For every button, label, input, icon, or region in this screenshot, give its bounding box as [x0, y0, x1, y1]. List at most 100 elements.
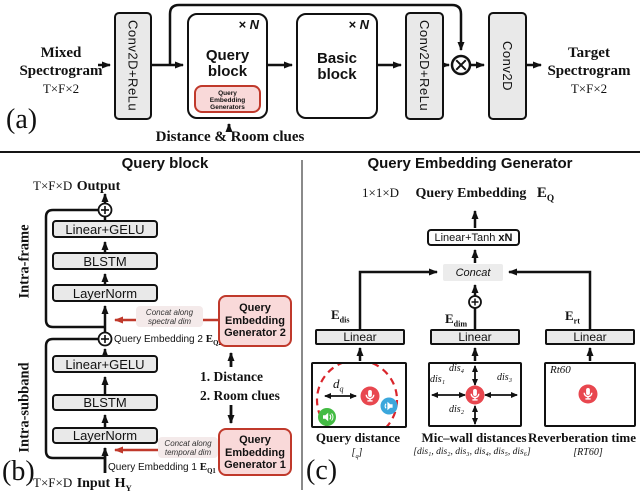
e-rt-label: Ert: [565, 308, 580, 326]
chip-line1: Concat along: [145, 307, 194, 317]
conv2d-relu-label: Conv2D+ReLu: [417, 20, 432, 112]
query-embedding-generator-1-box: Query Embedding Generator 1: [218, 428, 292, 476]
qeg-out-sym: E: [536, 185, 547, 201]
intra-frame-label: Intra-frame: [16, 224, 33, 299]
qeg-out-label: Query Embedding: [415, 186, 527, 201]
mixed-dims: T×F×2: [42, 81, 80, 96]
basic-block-title2: block: [317, 66, 357, 83]
frame-linear-gelu-box: Linear+GELU: [52, 220, 158, 238]
qeg1-line1: Query: [239, 434, 271, 446]
concat-spectral-chip: Concat along spectral dim: [136, 306, 203, 327]
target-dims: T×F×2: [570, 81, 608, 96]
subband-layernorm-box: LayerNorm: [52, 427, 158, 444]
e-sub: dim: [453, 319, 468, 329]
qeg-mini-box: Query Embedding Generators: [194, 85, 261, 113]
clue-1-label: 1. Distance: [200, 369, 263, 384]
output-row: T×F×D Output: [33, 177, 120, 195]
mic-wall-box: [428, 362, 522, 427]
layer-label: LayerNorm: [72, 428, 138, 443]
subband-linear-gelu-box: Linear+GELU: [52, 355, 158, 373]
dis3-label: dis₃: [497, 372, 513, 383]
range-sub: q: [355, 453, 359, 460]
e-dim-label: Edim: [445, 311, 468, 329]
vertical-divider: [301, 160, 303, 490]
frame-blstm-box: BLSTM: [52, 252, 158, 270]
chip-line2: spectral dim: [147, 316, 192, 326]
layer-label: Linear+GELU: [65, 221, 145, 237]
repeat-n-label: × N: [348, 17, 369, 32]
qeg-out-dims: 1×1×D: [362, 185, 400, 200]
mic-wall-caption: Mic–wall distances: [421, 430, 527, 445]
conv2d-relu-box-1: Conv2D+ReLu: [114, 12, 152, 120]
dq-sub: q: [339, 384, 344, 394]
qeg-mini-line2: Embedding: [209, 96, 246, 104]
e-sym: E: [331, 307, 340, 322]
qe1-sub: Q1: [207, 468, 216, 476]
input-label: Input: [76, 476, 111, 491]
repeat-n-label: × N: [238, 17, 259, 32]
basic-block-box: × N Basic block: [296, 13, 378, 119]
panel-c-tag: (c): [306, 455, 338, 486]
query-block-title1: Query: [205, 47, 250, 64]
rt-range: [RT60]: [573, 447, 603, 458]
panel-b-title: Query block: [121, 155, 209, 172]
linear-label: Linear: [458, 330, 492, 344]
chip-line1: Concat along: [164, 438, 212, 448]
target-spectrogram-label: Target Spectrogram T×F×2: [538, 44, 640, 97]
linear-box-rt: Linear: [545, 329, 635, 345]
basic-block-title1: Basic: [316, 50, 358, 67]
conv2d-box: Conv2D: [488, 12, 527, 120]
dis4-label: dis₄: [449, 363, 465, 374]
qe2-sym: E: [205, 333, 214, 345]
panel-a-tag: (a): [6, 104, 38, 135]
conv2d-label: Conv2D: [500, 41, 515, 91]
linear-box-dim: Linear: [430, 329, 520, 345]
mixed-line1: Mixed: [40, 45, 82, 61]
qeg1-line2: Embedding: [225, 446, 285, 459]
range-close: ]: [358, 447, 363, 458]
linear-label: Linear: [343, 330, 377, 344]
linear-tanh-box: Linear+Tanh xN: [427, 229, 520, 246]
qeg-mini-line1: Query: [218, 89, 237, 97]
mixed-line2: Spectrogram: [19, 63, 103, 79]
qeg-out-sub: Q: [546, 194, 555, 204]
e-dis-label: Edis: [331, 307, 350, 325]
query-block-title2: block: [207, 63, 248, 80]
qe2-text: Query Embedding 2: [114, 334, 203, 345]
panel-c-title: Query Embedding Generator: [367, 155, 573, 172]
output-label: Output: [76, 179, 121, 194]
dq-range: [q]: [327, 447, 387, 460]
linear-tanh-n: xN: [498, 231, 513, 244]
dq-base: d: [333, 376, 340, 391]
chip-line2: temporal dim: [164, 447, 212, 457]
target-line1: Target: [568, 45, 610, 61]
add-icon: [468, 295, 482, 309]
rt60-label: Rt60: [550, 364, 571, 376]
target-line2: Spectrogram: [547, 63, 631, 79]
layer-label: LayerNorm: [72, 285, 138, 301]
input-sub: Y: [125, 482, 132, 493]
query-distance-box: [311, 362, 407, 428]
qeg-output-row: 1×1×D Query Embedding EQ: [362, 184, 555, 204]
input-sym: H: [114, 476, 126, 491]
reverberation-box: [544, 362, 636, 427]
subband-blstm-box: BLSTM: [52, 394, 158, 411]
query-embedding-1-label: Query Embedding 1 EQ1: [108, 461, 216, 476]
distance-room-clues-label: Distance & Room clues: [155, 129, 305, 145]
qeg-mini-line3: Generators: [210, 103, 245, 111]
mixed-spectrogram-label: Mixed Spectrogram T×F×2: [4, 44, 118, 97]
qeg2-line2: Embedding: [225, 314, 285, 327]
add-icon: [97, 331, 113, 347]
intra-subband-label: Intra-subband: [16, 362, 33, 453]
qe2-sub: Q2: [213, 340, 222, 348]
input-dims: T×F×D: [33, 475, 73, 490]
qeg2-line1: Query: [239, 302, 271, 314]
linear-tanh-label: Linear+Tanh: [434, 231, 496, 244]
layer-label: BLSTM: [83, 395, 127, 410]
concat-label: Concat: [455, 266, 491, 279]
e-sub: dis: [339, 315, 350, 325]
e-sub: rt: [573, 316, 580, 326]
layer-label: Linear+GELU: [65, 356, 145, 372]
qe1-sym: E: [199, 461, 208, 473]
dq-symbol: dq: [333, 376, 344, 394]
